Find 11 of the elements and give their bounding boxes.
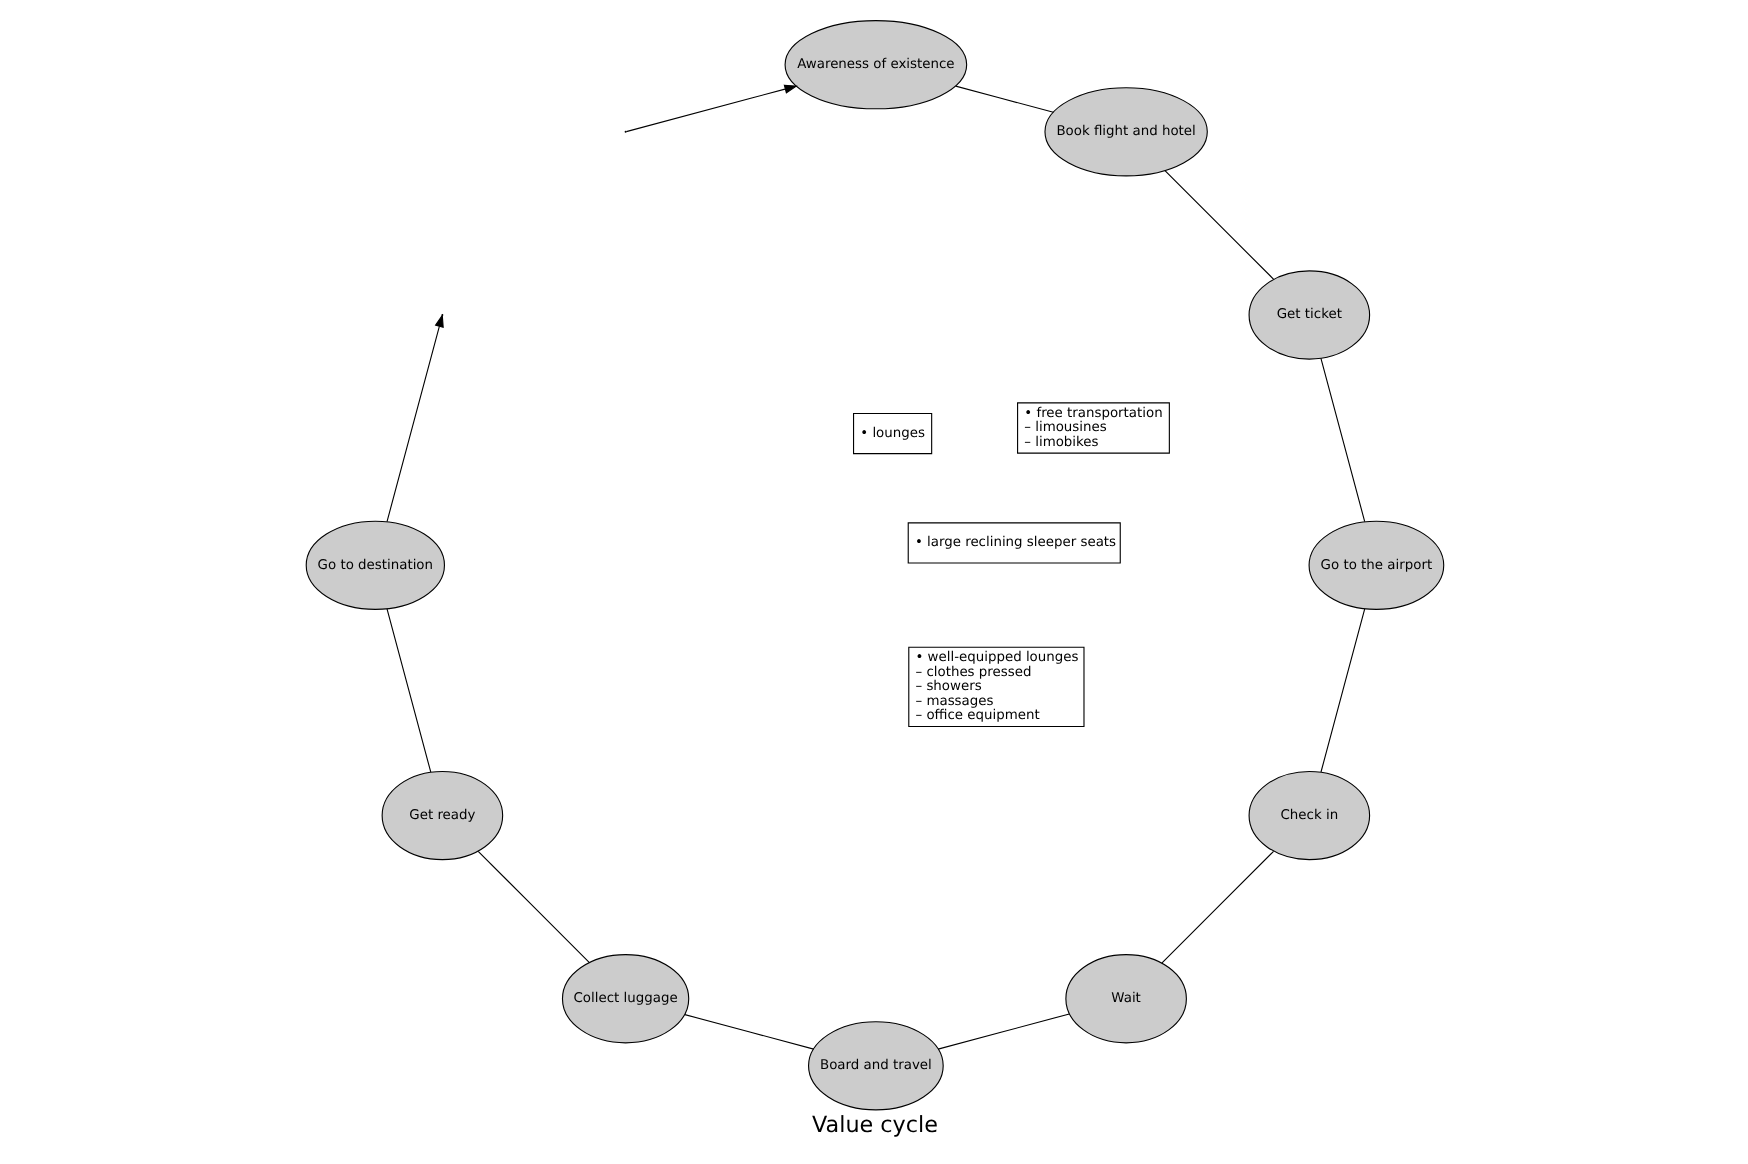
connector [1319, 357, 1365, 523]
connector [954, 85, 1053, 113]
connector [385, 608, 431, 773]
diagram-title: Value cycle [811, 1112, 937, 1139]
connector [1160, 850, 1274, 964]
connector [1163, 170, 1274, 280]
connector [476, 850, 589, 964]
connector [1319, 608, 1365, 773]
connector [936, 1013, 1069, 1050]
arrow [624, 84, 797, 133]
connector [683, 1014, 814, 1050]
